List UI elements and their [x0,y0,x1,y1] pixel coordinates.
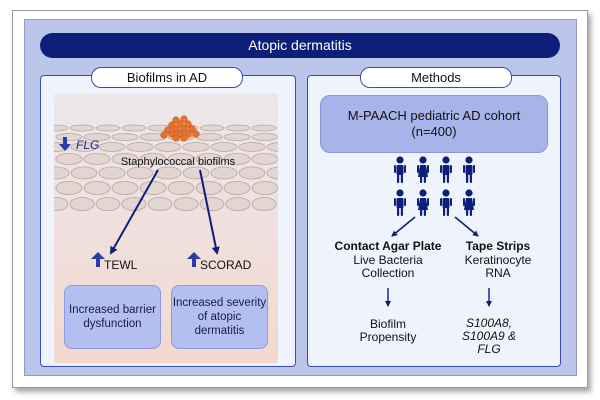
skin-cell [70,142,98,152]
barrier-dysfunction-text: Increased barrier dysfunction [69,304,156,330]
bacterium [172,125,180,133]
skin-cell [70,166,98,180]
skin-cell [225,124,251,132]
skin-cell [111,153,139,165]
cohort-box: M-PAACH pediatric AD cohort (n=400) [320,95,548,153]
bacterium [192,130,200,138]
person-icon [394,189,406,216]
skin-cell [167,181,195,195]
skin-cell [225,197,251,211]
skin-cell [98,166,126,180]
skin-cell [69,124,95,132]
gene-markers: S100A8, S100A9 & FLG [461,316,517,356]
tape-strips-title: Tape Strips [465,239,531,253]
skin-cell [238,166,266,180]
skin-cell [83,181,111,195]
arrow-to-contact-plate [391,216,416,237]
bacterium [180,115,188,123]
person-icon [440,189,452,216]
skin-cell [126,166,154,180]
flg-label: FLG [76,138,100,152]
biofilm-propensity: Biofilm Propensity [359,317,417,344]
skin-cell [154,166,182,180]
skin-cell [55,181,83,195]
scorad-label: SCORAD [200,258,252,272]
skin-cell [251,153,278,165]
arrow-to-scorad [199,169,220,255]
bacterium [180,125,188,133]
cohort-size: (n=400) [411,124,457,139]
tape-strips-desc: Keratinocyte RNA [464,253,532,280]
skin-cell [199,124,225,132]
bacterium [176,120,184,128]
skin-cell [54,197,69,211]
severity-text: Increased severity of atopic dermatitis [172,297,267,337]
person-icon [394,156,406,183]
bacterium [160,131,168,139]
cohort-people-icons [394,156,475,216]
skin-cell [173,197,199,211]
skin-cell [111,181,139,195]
skin-cell [111,133,139,141]
skin-cell [55,153,83,165]
skin-cell [266,166,278,180]
skin-cell [210,166,238,180]
person-icon [417,156,429,183]
methods-heading: Methods [360,67,512,88]
skin-cell [266,142,278,152]
bacterium [172,134,180,142]
person-icon [463,189,475,216]
skin-cell [139,153,167,165]
flg-down-arrow-icon [59,137,71,151]
skin-cell [223,181,251,195]
skin-cell [83,153,111,165]
skin-cell [167,153,195,165]
skin-cell [210,142,238,152]
skin-cell [195,153,223,165]
contact-plate-desc: Live Bacteria Collection [353,253,423,280]
skin-cell [98,142,126,152]
skin-cell [182,166,210,180]
skin-cell [54,124,69,132]
barrier-dysfunction-box: Increased barrier dysfunction [64,285,161,349]
bacterium [188,125,196,133]
scorad-up-arrow-icon [187,252,201,267]
skin-cell [95,124,121,132]
skin-cell [251,124,277,132]
cohort-name: M-PAACH pediatric AD cohort [347,108,521,123]
arrow-to-tape-strips [454,216,479,237]
skin-cell [223,133,251,141]
bacterium [184,120,192,128]
bacterium [180,134,188,142]
contact-plate-title: Contact Agar Plate [334,239,442,253]
title-banner: Atopic dermatitis [40,33,560,58]
skin-cell [95,197,121,211]
skin-cell [223,153,251,165]
skin-cell [251,181,278,195]
skin-cell [121,124,147,132]
tewl-up-arrow-icon [91,252,105,267]
skin-cell [55,133,83,141]
person-icon [417,189,429,216]
person-icon [440,156,452,183]
biofilms-heading: Biofilms in AD [91,67,243,88]
severity-box: Increased severity of atopic dermatitis [171,285,268,349]
skin-cell [69,197,95,211]
skin-cell [54,166,70,180]
skin-cell [147,197,173,211]
skin-cell [154,142,182,152]
skin-cell [251,197,277,211]
skin-cell [126,142,154,152]
arrow-to-tewl [110,169,159,255]
biofilm-label: Staphylococcal biofilms [120,156,236,168]
skin-cell [83,133,111,141]
skin-cell [182,142,210,152]
person-icon [463,156,475,183]
skin-cell [251,133,278,141]
biofilm-cluster [160,115,200,142]
skin-cell [238,142,266,152]
tewl-label: TEWL [104,258,138,272]
